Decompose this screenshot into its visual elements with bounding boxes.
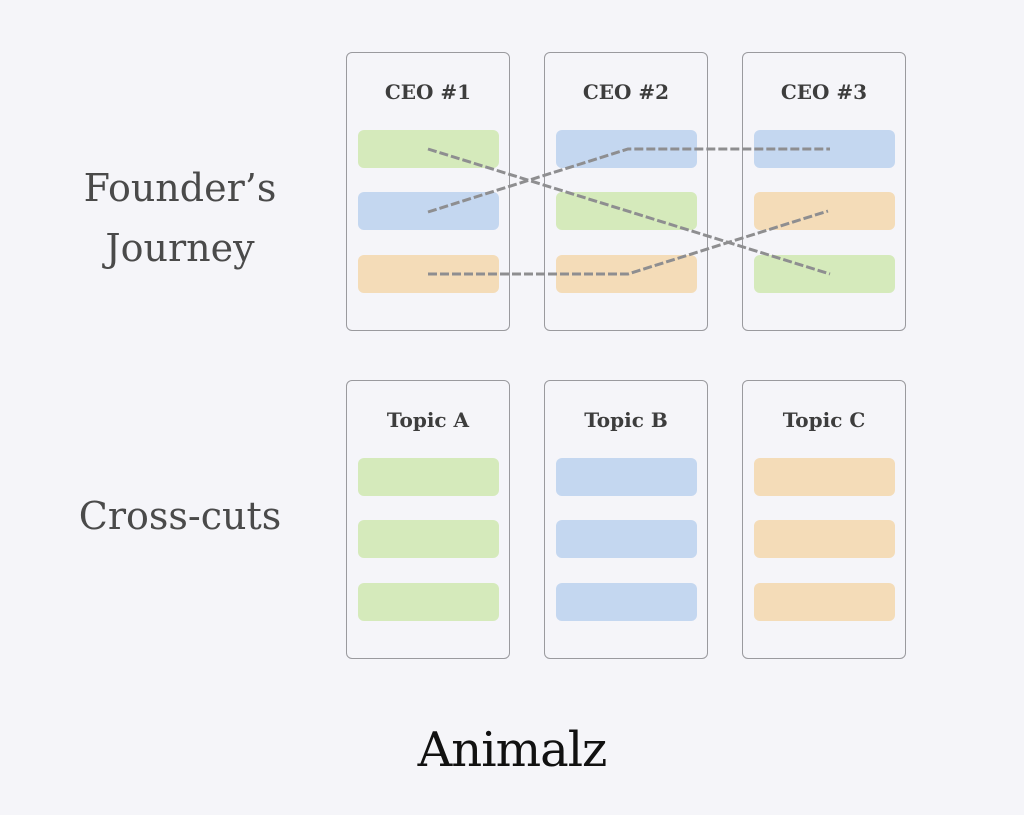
card-ceo-1: CEO #1 (346, 52, 510, 331)
bar-blue (556, 458, 697, 496)
card-ceo-2: CEO #2 (544, 52, 708, 331)
label-line: Cross-cuts (78, 494, 282, 538)
bar-green (358, 583, 499, 621)
bar-green (358, 520, 499, 558)
bar-orange (754, 583, 895, 621)
card-topic-c: Topic C (742, 380, 906, 659)
bar-orange (754, 192, 895, 230)
bar-blue (556, 520, 697, 558)
card-topic-a: Topic A (346, 380, 510, 659)
card-title: CEO #2 (582, 80, 670, 104)
connector-blue (427, 147, 830, 214)
label-line: Journey (105, 226, 255, 270)
row-label-cross-cuts: Cross-cuts (30, 486, 330, 546)
animalz-logo: Animalz (417, 722, 608, 778)
bar-orange (754, 520, 895, 558)
bar-green (754, 255, 895, 293)
bar-orange (754, 458, 895, 496)
row-label-founders-journey: Founder’s Journey (30, 158, 330, 278)
connector-green (427, 147, 831, 276)
card-topic-b: Topic B (544, 380, 708, 659)
bar-green (358, 458, 499, 496)
bar-blue (754, 130, 895, 168)
card-ceo-3: CEO #3 (742, 52, 906, 331)
card-title: CEO #3 (780, 80, 868, 104)
card-title: Topic C (782, 408, 866, 432)
bar-blue (556, 583, 697, 621)
card-title: CEO #1 (384, 80, 472, 104)
card-title: Topic B (584, 408, 668, 432)
card-title: Topic A (386, 408, 470, 432)
connector-orange (428, 209, 829, 276)
label-line: Founder’s (83, 166, 277, 210)
